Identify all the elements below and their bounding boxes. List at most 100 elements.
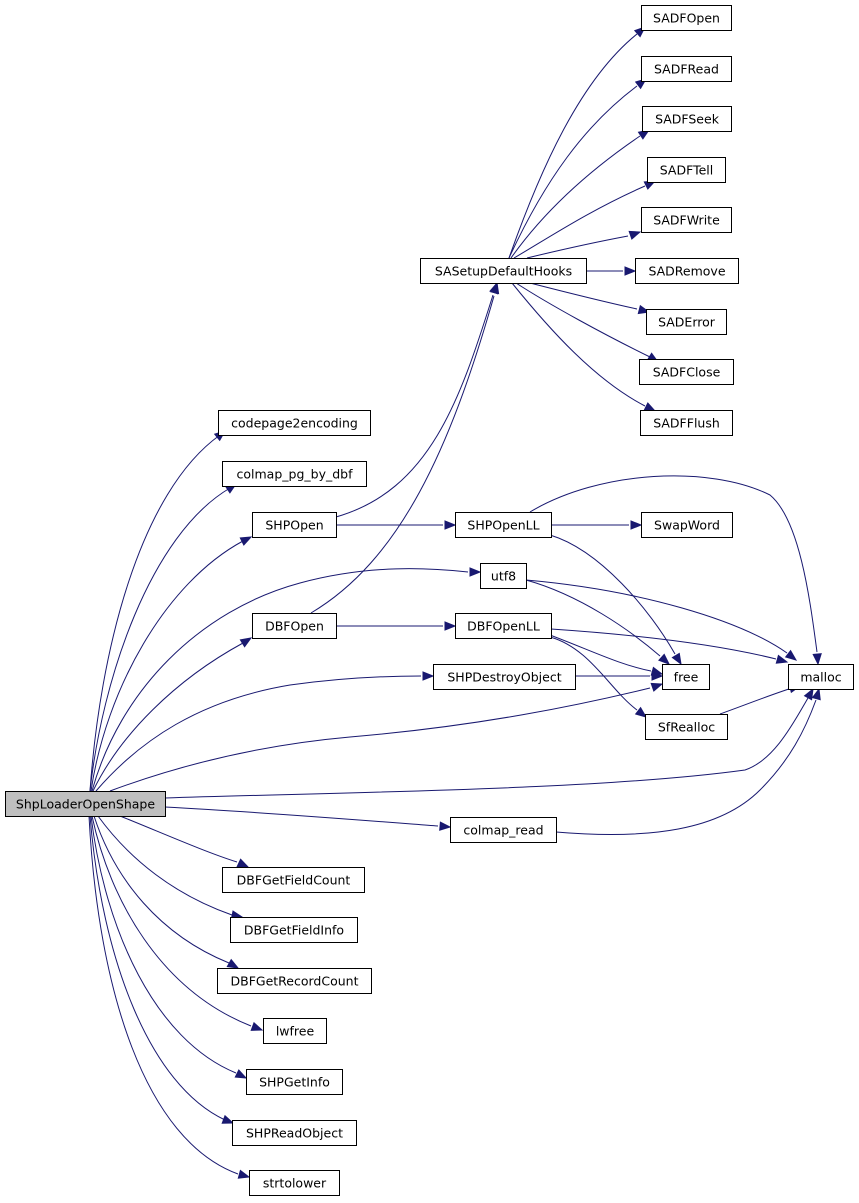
node-colmap_pg_by_dbf[interactable]: colmap_pg_by_dbf — [222, 461, 367, 487]
edge-DBFOpen-to-DBFOpenLL — [336, 621, 457, 631]
node-box[interactable] — [646, 309, 727, 335]
edge-arrowhead — [250, 1021, 264, 1031]
node-SADFSeek[interactable]: SADFSeek — [642, 106, 732, 132]
node-SHPReadObject[interactable]: SHPReadObject — [232, 1120, 357, 1146]
edge-arrowhead — [469, 567, 482, 577]
node-box[interactable] — [647, 157, 726, 183]
edge-arrowhead — [812, 653, 822, 666]
node-DBFGetFieldInfo[interactable]: DBFGetFieldInfo — [230, 917, 358, 943]
node-SADRemove[interactable]: SADRemove — [635, 258, 739, 284]
node-strtolower[interactable]: strtolower — [249, 1170, 340, 1196]
node-SHPOpen[interactable]: SHPOpen — [252, 512, 337, 538]
node-box[interactable] — [645, 714, 728, 740]
edge-ShpLoaderOpenShape-to-DBFGetFieldCount — [119, 815, 250, 868]
node-box[interactable] — [480, 563, 527, 589]
node-colmap_read[interactable]: colmap_read — [450, 817, 557, 843]
node-label: SHPOpenLL — [467, 518, 539, 533]
node-label: utf8 — [491, 569, 516, 584]
edge-utf8-to-malloc — [525, 579, 798, 661]
edge-arrowhead — [634, 706, 648, 718]
node-box[interactable] — [246, 1069, 343, 1095]
edge-line — [164, 697, 809, 799]
node-box[interactable] — [450, 817, 557, 843]
node-box[interactable] — [641, 5, 732, 31]
edge-line — [119, 815, 238, 863]
edge-line — [510, 135, 641, 259]
node-SASetupDefaultHooks[interactable]: SASetupDefaultHooks — [420, 258, 587, 284]
node-box[interactable] — [249, 1170, 340, 1196]
edge-DBFOpen-to-SASetupDefaultHooks — [310, 281, 500, 614]
node-box[interactable] — [5, 791, 166, 817]
node-SADFClose[interactable]: SADFClose — [639, 359, 734, 385]
node-DBFGetFieldCount[interactable]: DBFGetFieldCount — [222, 867, 365, 893]
node-box[interactable] — [455, 512, 552, 538]
edge-line — [529, 282, 638, 310]
node-box[interactable] — [635, 258, 739, 284]
node-box[interactable] — [222, 461, 367, 487]
node-SADError[interactable]: SADError — [646, 309, 727, 335]
node-label: lwfree — [276, 1024, 315, 1039]
node-box[interactable] — [263, 1018, 327, 1044]
node-free[interactable]: free — [662, 664, 710, 690]
node-SADFFlush[interactable]: SADFFlush — [640, 410, 733, 436]
node-box[interactable] — [222, 867, 365, 893]
edge-ShpLoaderOpenShape-to-codepage2encoding — [89, 430, 227, 792]
edge-line — [91, 568, 469, 792]
node-box[interactable] — [217, 968, 372, 994]
node-box[interactable] — [230, 917, 358, 943]
node-label: codepage2encoding — [231, 416, 358, 431]
node-lwfree[interactable]: lwfree — [263, 1018, 327, 1044]
node-codepage2encoding[interactable]: codepage2encoding — [218, 410, 371, 436]
node-box[interactable] — [639, 359, 734, 385]
node-label: SADFWrite — [653, 213, 720, 228]
node-malloc[interactable]: malloc — [788, 664, 854, 690]
node-SwapWord[interactable]: SwapWord — [641, 512, 733, 538]
node-box[interactable] — [788, 664, 854, 690]
node-DBFOpenLL[interactable]: DBFOpenLL — [455, 613, 552, 639]
node-DBFOpen[interactable]: DBFOpen — [252, 613, 337, 639]
node-box[interactable] — [433, 664, 576, 690]
edge-line — [310, 295, 495, 614]
node-box[interactable] — [641, 56, 732, 82]
edge-line — [525, 579, 788, 654]
node-DBFGetRecordCount[interactable]: DBFGetRecordCount — [217, 968, 372, 994]
node-SADFTell[interactable]: SADFTell — [647, 157, 726, 183]
edge-ShpLoaderOpenShape-to-SHPGetInfo — [90, 815, 248, 1079]
node-SADFWrite[interactable]: SADFWrite — [641, 207, 732, 233]
edge-line — [95, 675, 422, 792]
node-box[interactable] — [455, 613, 552, 639]
node-box[interactable] — [662, 664, 710, 690]
node-SfRealloc[interactable]: SfRealloc — [645, 714, 728, 740]
node-SHPOpenLL[interactable]: SHPOpenLL — [455, 512, 552, 538]
node-box[interactable] — [252, 613, 337, 639]
edge-ShpLoaderOpenShape-to-SHPReadObject — [89, 815, 235, 1124]
node-box[interactable] — [232, 1120, 357, 1146]
node-label: malloc — [800, 670, 841, 685]
node-SADFRead[interactable]: SADFRead — [641, 56, 732, 82]
edge-line — [93, 815, 230, 964]
node-utf8[interactable]: utf8 — [480, 563, 527, 589]
edge-SHPOpenLL-to-free — [549, 534, 682, 666]
node-box[interactable] — [252, 512, 337, 538]
edge-SHPOpenLL-to-SwapWord — [551, 520, 643, 530]
edge-line — [550, 628, 777, 660]
node-box[interactable] — [641, 512, 733, 538]
edge-SHPOpen-to-SHPOpenLL — [336, 520, 457, 530]
edge-ShpLoaderOpenShape-to-malloc — [164, 687, 814, 799]
node-SADFOpen[interactable]: SADFOpen — [641, 5, 732, 31]
node-box[interactable] — [641, 207, 732, 233]
edge-line — [508, 85, 638, 259]
edge-line — [164, 806, 439, 827]
node-box[interactable] — [420, 258, 587, 284]
node-SHPDestroyObject[interactable]: SHPDestroyObject — [433, 664, 576, 690]
node-ShpLoaderOpenShape[interactable]: ShpLoaderOpenShape — [5, 791, 166, 817]
edge-line — [91, 815, 252, 1027]
node-box[interactable] — [218, 410, 371, 436]
edge-SASetupDefaultHooks-to-SADFClose — [515, 282, 660, 363]
node-label: DBFOpenLL — [467, 619, 540, 634]
edge-arrowhead — [444, 520, 457, 530]
node-box[interactable] — [640, 410, 733, 436]
node-SHPGetInfo[interactable]: SHPGetInfo — [246, 1069, 343, 1095]
node-box[interactable] — [642, 106, 732, 132]
